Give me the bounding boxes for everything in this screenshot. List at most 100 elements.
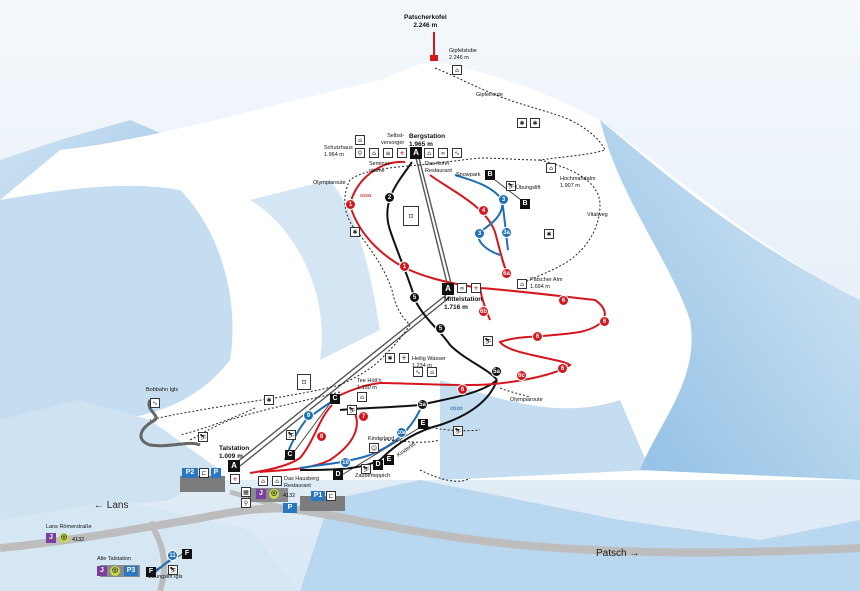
kofel-line1: Das Kofel (425, 161, 449, 167)
run-marker: 5a (417, 399, 428, 410)
run-marker: 3 (474, 228, 485, 239)
hiker-icon-low: ✱ (264, 395, 274, 405)
run-marker: 3a (501, 227, 512, 238)
kids-icon: ☺ (369, 443, 379, 453)
hausberg-label: Das Hausberg Restaurant (284, 476, 319, 489)
skier-icon-f: ⛷ (168, 565, 178, 575)
run-marker: 6c (516, 370, 527, 381)
shop-icon: ⌂ (258, 476, 268, 486)
run-black-low (299, 379, 498, 471)
hochmahdalm-elevation: 1.907 m (560, 182, 580, 189)
bergstation-label: Bergstation 1.965 m (409, 133, 445, 148)
run-red-7 (259, 404, 358, 473)
lift-d-top: D (373, 460, 383, 470)
kofel-line2: Restaurant (425, 167, 452, 174)
alte-talstation-label: Alte Talstation (97, 556, 132, 562)
mountain-shade-left (0, 185, 233, 420)
selbstversorger-line2: versorger (381, 139, 405, 146)
hiker-icon-left: ✱ (350, 227, 360, 237)
bus-icon-p1: ⊏ (326, 491, 336, 501)
road-branch (147, 520, 168, 591)
heilig-wasser-elevation: 1.234 m (412, 362, 432, 369)
olympic-rings-icon: ∞∞ (360, 191, 372, 200)
station-a-mid: A (442, 283, 454, 295)
skier-icon-c: ⛷ (286, 430, 296, 440)
run-marker: 8 (316, 431, 327, 442)
run-marker: 6a (501, 268, 512, 279)
lift-c-bottom: C (285, 450, 295, 460)
patscher-alm-label: Patscher Alm 1.694 m (530, 277, 562, 290)
lans-direction: ← Lans (94, 500, 129, 511)
bergstation-elevation: 1.965 m (409, 140, 433, 148)
roemerstrasse-label: Lans Römerstraße (46, 524, 92, 530)
hochmahdalm-label: Hochmahdalm 1.907 m (560, 176, 595, 189)
bus-stop-icon-alte: ◎ (110, 566, 120, 576)
run-blue-3 (454, 174, 504, 256)
run-marker: 1 (345, 199, 356, 210)
first-aid-icon: + (397, 148, 407, 158)
hausberg-line1: Das Hausberg (284, 476, 320, 482)
skier-icon-b: ⛷ (506, 181, 516, 191)
run-marker: 6b (478, 306, 489, 317)
building-p2 (180, 476, 225, 492)
bobbahn-label: Bobbahn Igls (146, 387, 179, 393)
restaurant-icon: ⌂ (369, 148, 379, 158)
gondola-lower (235, 294, 447, 464)
selbstversorger-label: Selbst- versorger (381, 133, 404, 146)
lift-e-top: E (418, 419, 428, 429)
run-marker: 10a (396, 427, 407, 438)
tee-hutt-label: Tee Hütt'n 1.130 m (357, 378, 382, 391)
tee-hutt-elevation: 1.130 m (357, 384, 377, 391)
mittelstation-label: Mittelstation 1.716 m (444, 296, 482, 311)
patsch-direction: Patsch → (596, 548, 640, 559)
hut-icon-patscher: ⌂ (517, 279, 527, 289)
building-hausberg (248, 488, 288, 502)
run-marker: 2 (384, 192, 395, 203)
summit-tower (430, 32, 438, 61)
heilig-wasser-name: Heilig Wasser (412, 356, 446, 362)
skier-icon-e: ⛷ (453, 426, 463, 436)
lift-d-bottom: D (333, 470, 343, 480)
run-red-4 (429, 174, 509, 276)
tee-hutt-name: Tee Hütt'n (357, 378, 382, 384)
skier-icon-bob: ⛷ (198, 432, 208, 442)
run-marker: 5 (409, 292, 420, 303)
run-marker: 9 (303, 410, 314, 421)
hochmahdalm-name: Hochmahdalm (560, 176, 596, 182)
bus-number-lans: 4132 (72, 537, 85, 543)
hut-icon-hausberg: ⌂ (272, 476, 282, 486)
gipfelroute-label: Gipfelroute (476, 92, 503, 98)
hut-icon-hochmahd: ⌂ (546, 163, 556, 173)
gondola-lower-2 (239, 296, 451, 467)
zauberteppich-label: Zauberteppich (355, 473, 391, 479)
run-blue-10 (299, 409, 421, 469)
run-marker: 6 (558, 295, 569, 306)
schutzhaus-label: Schutzhaus 1.964 m (324, 145, 353, 158)
schutzhaus-name: Schutzhaus (324, 145, 353, 151)
peak-name: Patscherkofel (404, 14, 447, 21)
bus-icon-p2: ⊏ (199, 468, 209, 478)
mittelstation-name: Mittelstation (444, 296, 483, 303)
gondola-upper (418, 157, 453, 288)
olympiaroute-low-label: Olympiaroute (510, 397, 543, 403)
valley-shade (440, 380, 650, 480)
talstation-elevation: 1.009 m (219, 452, 243, 460)
toilet-icon: ⚲ (355, 148, 365, 158)
run-marker: 6 (557, 363, 568, 374)
talstation-label: Talstation 1.009 m (219, 445, 249, 460)
sled-icon-heilig: ∿ (413, 367, 423, 377)
skier-icon-d: ⛷ (361, 464, 371, 474)
lift-f-top: F (182, 549, 192, 559)
first-aid-icon-mid: + (471, 283, 481, 293)
parking-p3: P3 (124, 566, 138, 576)
skier-icon-mid: ⛷ (483, 336, 493, 346)
bottom-slopes (300, 480, 860, 591)
hut-icon-kofel: ⌂ (424, 148, 434, 158)
parking-p-tal: P (283, 503, 297, 513)
kinderland-label: Kinderland (368, 436, 395, 442)
run-marker: 4 (478, 205, 489, 216)
parking-j-lans: J (46, 533, 56, 543)
selbstversorger-line1: Selbst- (387, 133, 405, 139)
patscher-alm-name: Patscher Alm (530, 277, 563, 283)
